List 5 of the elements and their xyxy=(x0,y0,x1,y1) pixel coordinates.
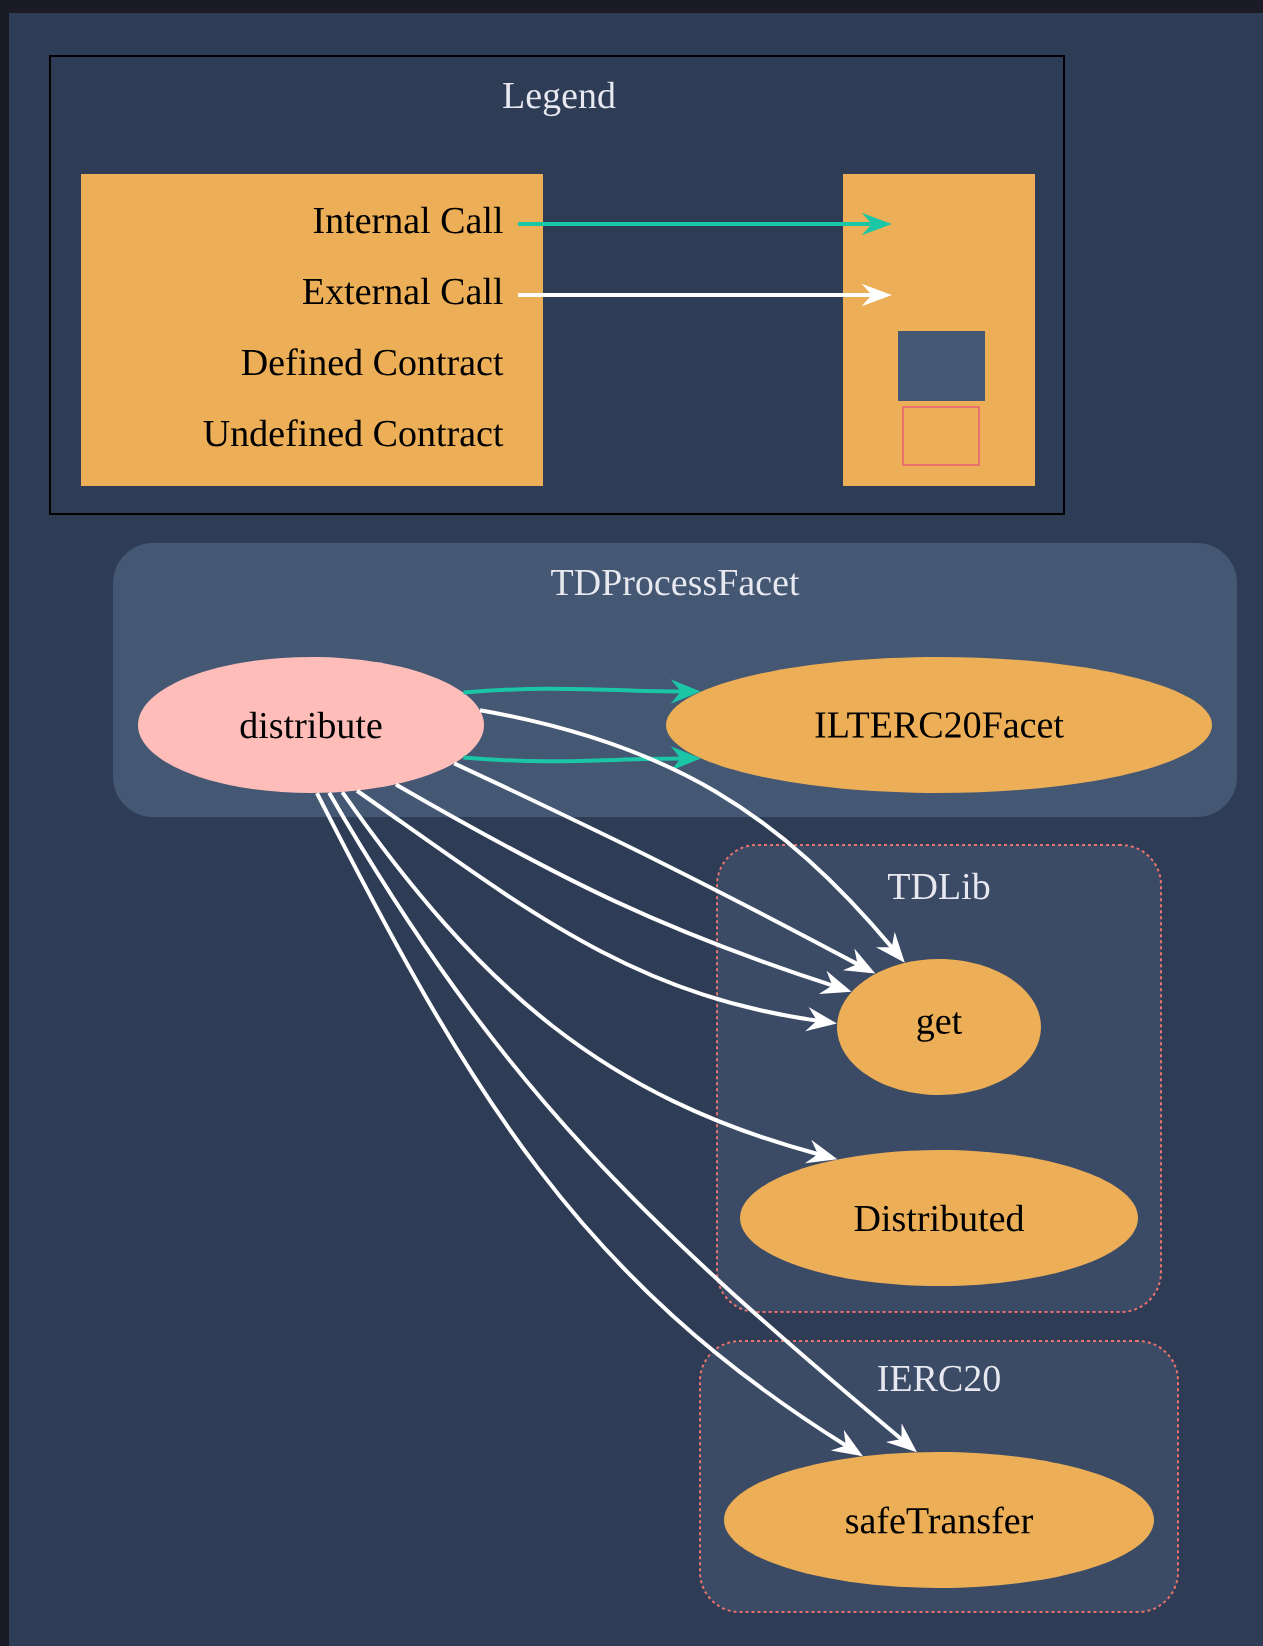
legend-text: External Call xyxy=(303,277,503,305)
legend-text: Internal Call xyxy=(313,206,503,234)
legend-text: Defined Contract xyxy=(241,348,504,376)
legend-text: Undefined Contract xyxy=(203,419,504,447)
legend-title: Legend xyxy=(503,81,616,117)
